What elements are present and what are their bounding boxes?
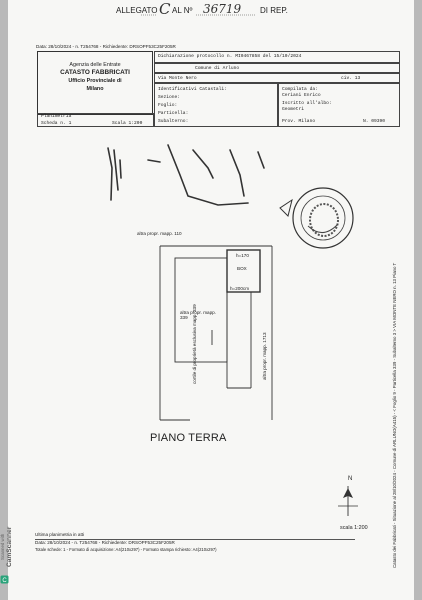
side-vertical-text: Catasto dei Fabbricati - Situazione al 2… — [392, 262, 397, 568]
compilata-cell: Compilata da: Ceriani Enrico Iscritto al… — [278, 83, 400, 127]
scala-header: Scala 1:200 — [112, 121, 143, 126]
footer-line1: Data: 28/10/2024 - n. T254768 - Richiede… — [35, 540, 175, 545]
label-top-property: altra propr. mapp. 110 — [137, 231, 182, 236]
compilatore-name: Ceriani Enrico — [282, 93, 321, 98]
label-box: BOX — [237, 266, 247, 271]
planimetria-cell: Planimetria Scheda n. 1 Scala 1:200 — [37, 113, 154, 127]
agency-line2: CATASTO FABBRICATI — [60, 69, 130, 76]
agency-line3: Ufficio Provinciale di — [68, 78, 122, 84]
floor-plan — [159, 245, 273, 421]
dichiarazione-text: Dichiarazione protocollo n. MI0467858 de… — [158, 54, 302, 59]
planimetria-label: Planimetria — [41, 114, 72, 119]
iscritto-label: Iscritto all'albo: — [282, 101, 332, 106]
top-data-line: Data: 28/10/2024 - n. T254768 - Richiede… — [36, 44, 176, 49]
comune-text: Comune di Arluno — [195, 66, 240, 71]
agency-line4: Milano — [86, 86, 104, 92]
via-text: Via Monte Nero — [158, 76, 197, 81]
subalterno-label: Subalterno: — [158, 119, 189, 124]
albo-value: Geometri — [282, 107, 305, 112]
scala-footer: scala 1:200 — [340, 525, 368, 531]
foglio-label: Foglio: — [158, 103, 178, 108]
document-page: ALLEGATO C AL Nº 36719 DI REP. Data: 28/… — [8, 0, 414, 600]
numero-value: N. 09390 — [363, 119, 386, 124]
al-n-value: 36719 — [203, 2, 242, 16]
label-right-property: altra propr. mapp. 1713 — [262, 332, 267, 381]
compilata-label: Compilata da: — [282, 87, 318, 92]
north-label: N — [348, 476, 353, 482]
camscanner-logo-icon: C — [0, 575, 9, 584]
comune-row: Comune di Arluno — [154, 63, 400, 73]
scheda-label: Scheda n. 1 — [41, 121, 72, 126]
di-rep-label: DI REP. — [260, 6, 288, 15]
label-cortile: cortile di proprietà esclusiva mapp. 339 — [192, 304, 197, 384]
svg-text:C: C — [2, 578, 7, 584]
footer-rule — [35, 539, 355, 540]
particella-label: Particella: — [158, 111, 189, 116]
identificativi-label: Identificativi Catastali: — [158, 87, 227, 92]
north-arrow-icon — [338, 486, 358, 516]
label-h170: h=170 — [236, 253, 249, 258]
al-n-label: AL Nº — [172, 6, 193, 15]
label-h200: h=200cm — [230, 286, 250, 291]
piano-terra-title: PIANO TERRA — [150, 432, 227, 444]
civ-text: civ. 13 — [341, 76, 361, 81]
dichiarazione-row: Dichiarazione protocollo n. MI0467858 de… — [154, 51, 400, 63]
office-stamp — [279, 187, 354, 249]
sezione-label: Sezione: — [158, 95, 181, 100]
identificativi-cell: Identificativi Catastali: Sezione: Fogli… — [154, 83, 278, 127]
allegato-label: ALLEGATO — [116, 6, 158, 15]
header-underlines — [141, 14, 256, 16]
ultima-planimetria: Ultima planimetria in atti — [35, 532, 85, 537]
scanner-line2: CamScanner — [6, 526, 13, 567]
label-altra-339: altra propr. mapp. 339 — [180, 310, 217, 321]
agency-line1: Agenzia delle Entrate — [69, 62, 121, 68]
prov-value: Prov. Milano — [282, 119, 316, 124]
agency-box: Agenzia delle Entrate CATASTO FABBRICATI… — [37, 51, 153, 115]
allegato-letter: C — [159, 0, 171, 18]
footer-line2: Totale schede: 1 - Formato di acquisizio… — [35, 547, 217, 552]
scribble-marks — [107, 144, 265, 206]
via-row: Via Monte Nero civ. 13 — [154, 73, 400, 83]
